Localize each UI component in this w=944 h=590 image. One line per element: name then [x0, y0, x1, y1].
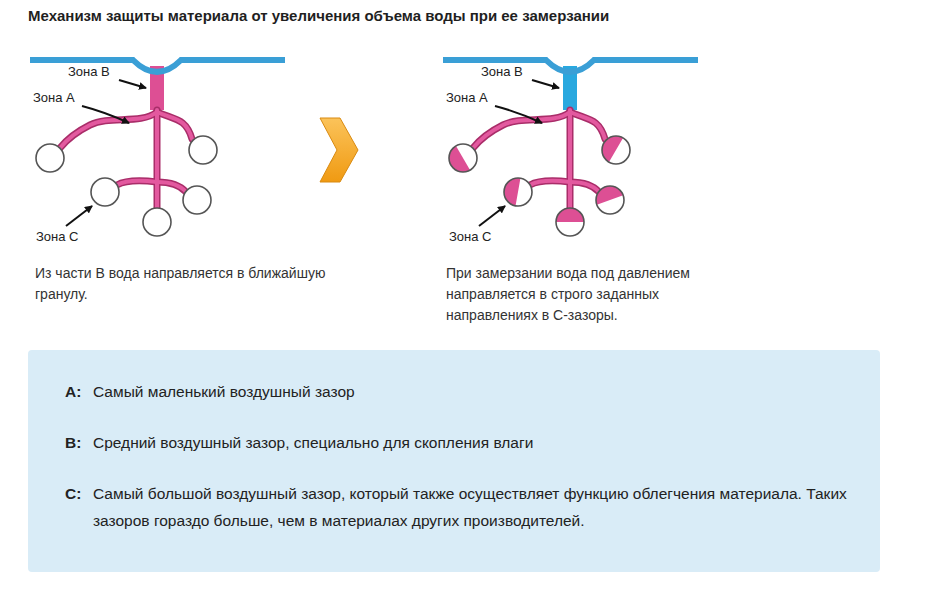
entry-text: Средний воздушный зазор, специально для …	[93, 429, 850, 466]
text-slot: Зона А	[33, 90, 75, 105]
caption-text: При замерзании вода под давлением направ…	[446, 263, 746, 326]
capillary-outline	[60, 110, 192, 208]
entry-text: Самый маленький воздушный зазор	[93, 378, 850, 415]
transition-arrow	[320, 118, 358, 182]
diagram-title: Механизм защиты материала от увеличения …	[28, 7, 609, 24]
granule-figure-before	[30, 60, 285, 236]
text-slot: Из части В вода направляется в ближайшую…	[35, 263, 335, 305]
granule-figure-after	[443, 60, 698, 236]
zone-label: Зона С	[36, 229, 79, 244]
text-slot: Зона С	[36, 229, 79, 244]
leader-arrow	[479, 80, 559, 226]
zone-label: Зона В	[68, 64, 110, 79]
entry-text: Самый большой воздушный зазор, который т…	[93, 480, 850, 544]
capillary	[60, 110, 192, 208]
granule	[449, 136, 630, 236]
text-slot: Зона В	[68, 64, 110, 79]
capillary-outline	[473, 110, 605, 208]
entry-key: A:	[65, 378, 87, 415]
zone-label: Зона А	[33, 90, 75, 105]
leader-arrow	[66, 80, 146, 226]
text-slot: Зона А	[446, 90, 488, 105]
capillary	[473, 110, 605, 208]
text-slot: Механизм защиты материала от увеличения …	[28, 7, 609, 24]
entry-key: C:	[65, 480, 87, 544]
granule	[36, 136, 217, 236]
ice-fill	[444, 131, 623, 222]
zone-label: Зона С	[449, 229, 492, 244]
caption-text: Из части В вода направляется в ближайшую…	[35, 263, 335, 305]
zone-label: Зона В	[481, 64, 523, 79]
text-slot: Зона С	[449, 229, 492, 244]
zone-label: Зона А	[446, 90, 488, 105]
text-slot: Зона В	[481, 64, 523, 79]
legend-panel: A:Самый маленький воздушный зазорB:Средн…	[28, 350, 880, 572]
text-slot: При замерзании вода под давлением направ…	[446, 263, 746, 326]
entry-key: B:	[65, 429, 87, 466]
